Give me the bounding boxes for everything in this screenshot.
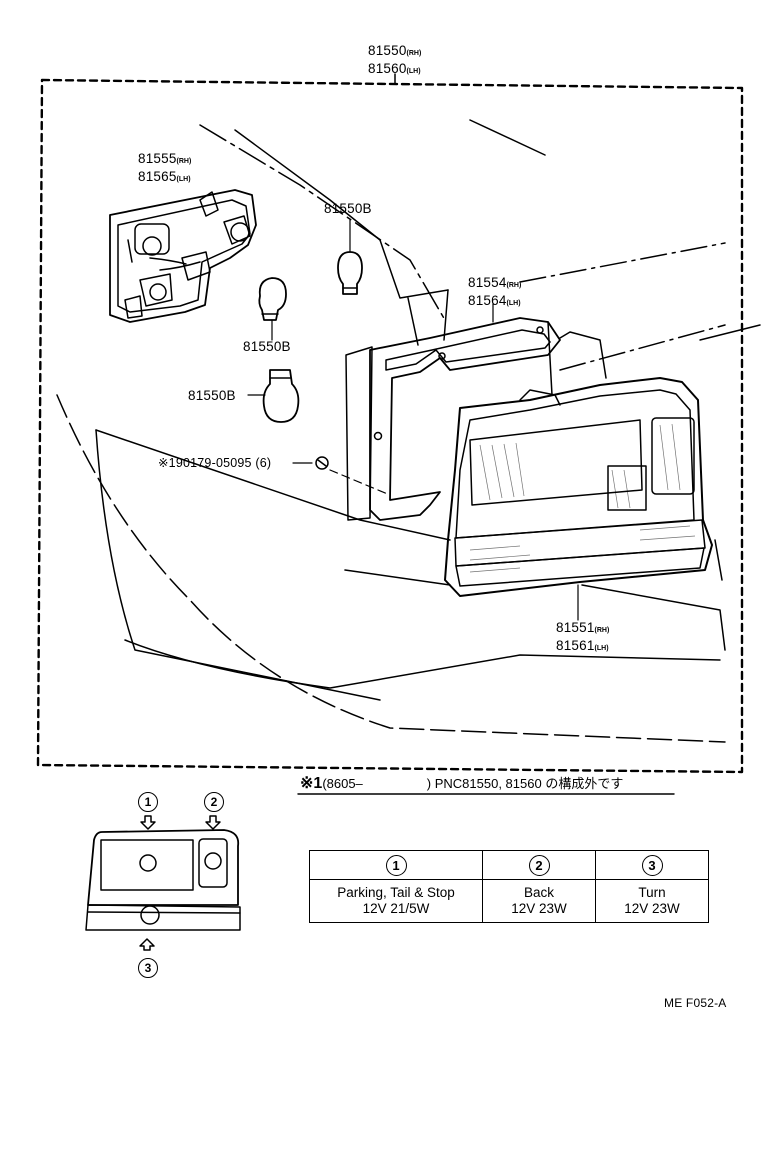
- part-number: 81551: [556, 620, 595, 635]
- bulb-function: Turn: [638, 885, 666, 900]
- position-circle: 2: [528, 854, 550, 876]
- gasket-part-number: 81554(RH) 81564(LH): [468, 275, 521, 311]
- arrow-2-icon: [205, 815, 221, 830]
- socket-part-number: 81555(RH) 81565(LH): [138, 151, 191, 187]
- part-number: 81565: [138, 169, 177, 184]
- note-mark: ※1: [300, 775, 323, 792]
- side-marker: (LH): [406, 68, 421, 75]
- position-marker-3: 3: [138, 958, 158, 978]
- side-marker: (RH): [406, 50, 422, 57]
- arrow-1-icon: [140, 815, 156, 830]
- drawing-code: ME F052-A: [664, 996, 727, 1010]
- part-number: 81560: [368, 61, 407, 76]
- screw: [292, 456, 391, 496]
- note-date-open: (8605–: [322, 776, 363, 791]
- table-header: 3: [595, 850, 709, 880]
- lens-part-number: 81551(RH) 81561(LH): [556, 620, 609, 656]
- part-number: 81561: [556, 638, 595, 653]
- part-number: 81555: [138, 151, 177, 166]
- lamp-layout-sketch: [85, 829, 241, 931]
- bulb-spec: 12V 23W: [624, 901, 680, 916]
- table-header: 2: [482, 850, 596, 880]
- arrow-3-icon: [139, 938, 155, 951]
- table-header-row: 1 2 3: [309, 850, 709, 880]
- socket-plate: [109, 189, 257, 323]
- assembly-boundary: [36, 78, 744, 774]
- side-marker: (LH): [176, 176, 191, 183]
- body-contour: [199, 124, 446, 321]
- assembly-part-number: 81550(RH) 81560(LH): [368, 43, 421, 79]
- bulb-low: [247, 369, 300, 423]
- lens-hatching: [469, 423, 696, 573]
- bulb-spec: 12V 23W: [511, 901, 567, 916]
- applicability-note: ※1(8605– ) PNC81550, 81560 の構成外です: [300, 773, 623, 793]
- side-marker: (RH): [506, 282, 522, 289]
- bulb-function: Back: [523, 885, 554, 900]
- table-header: 1: [309, 850, 483, 880]
- bulb-function: Parking, Tail & Stop: [337, 885, 455, 900]
- position-marker-1: 1: [138, 792, 158, 812]
- side-marker: (RH): [176, 158, 192, 165]
- bulb-low-part-number: 81550B: [188, 388, 236, 403]
- position-circle: 3: [641, 854, 663, 876]
- bulb-mid-part-number: 81550B: [243, 339, 291, 354]
- bulb-mid: [258, 277, 287, 341]
- side-marker: (LH): [594, 645, 609, 652]
- bulb-top: [337, 219, 363, 295]
- screw-part-number: ※190179-05095 (6): [158, 456, 272, 470]
- position-marker-2: 2: [204, 792, 224, 812]
- part-number: 81550: [368, 43, 407, 58]
- note-text: ) PNC81550, 81560 の構成外です: [426, 776, 624, 791]
- bulb-spec: 12V 21/5W: [362, 901, 430, 916]
- position-circle: 1: [385, 854, 407, 876]
- lens-housing: [444, 377, 713, 597]
- side-marker: (LH): [506, 300, 521, 307]
- bulb-top-part-number: 81550B: [324, 201, 372, 216]
- part-number: 81554: [468, 275, 507, 290]
- part-number: 81564: [468, 293, 507, 308]
- side-marker: (RH): [594, 627, 610, 634]
- gasket: [369, 317, 561, 521]
